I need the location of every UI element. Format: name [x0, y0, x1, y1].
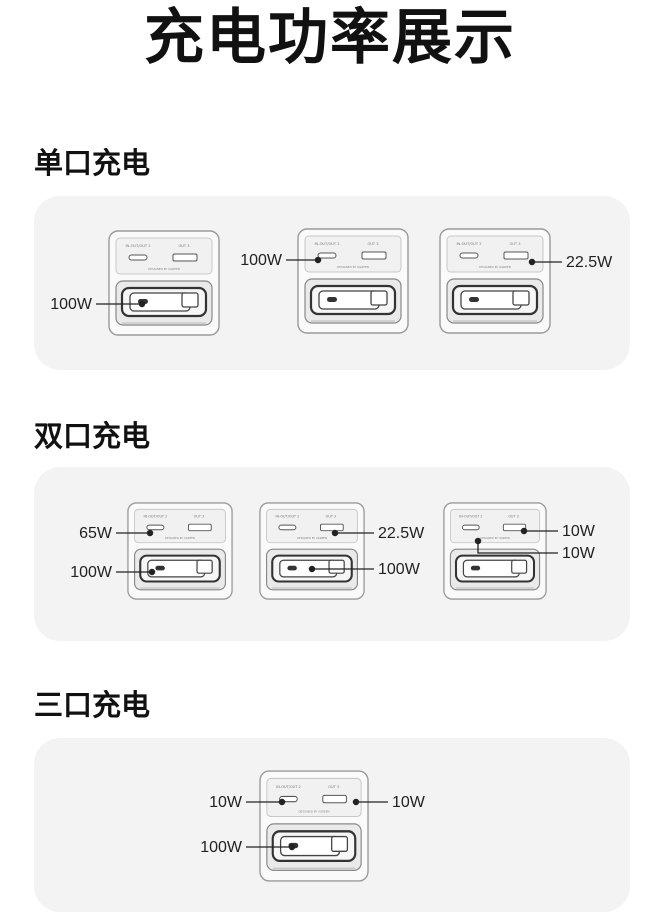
power-label: 10W	[562, 523, 595, 540]
power-label: 100W	[200, 839, 242, 856]
power-label: 10W	[209, 794, 242, 811]
port-a-label: OUT 3	[367, 242, 378, 246]
power-bank-illustration: IN-OUT/OUT 2 OUT 3 DESIGNED BY UGREEN	[108, 230, 220, 336]
power-label: 65W	[79, 525, 112, 542]
page-title: 充电功率展示	[144, 3, 516, 73]
port-c-label: IN-OUT/OUT 2	[276, 785, 301, 789]
power-bank-illustration: IN-OUT/OUT 2 OUT 3 DESIGNED BY UGREEN	[127, 502, 233, 600]
power-label: 10W	[562, 545, 595, 562]
port-a-label: OUT 3	[178, 244, 189, 248]
power-label: 100W	[70, 564, 112, 581]
section-title-triple: 三口充电	[34, 688, 151, 722]
port-c-label: IN-OUT/OUT 2	[144, 515, 168, 519]
brand-text: DESIGNED BY UGREEN	[297, 536, 327, 540]
power-bank-illustration: IN-OUT/OUT 2 OUT 3 DESIGNED BY UGREEN	[297, 228, 409, 334]
port-a-label: OUT 3	[328, 785, 340, 789]
power-label: 22.5W	[566, 254, 613, 271]
port-c-label: IN-OUT/OUT 2	[314, 242, 339, 246]
power-label: 100W	[378, 561, 420, 578]
port-a-label: OUT 3	[508, 515, 518, 519]
brand-text: DESIGNED BY UGREEN	[480, 536, 509, 540]
power-bank-illustration: IN-OUT/OUT 2 OUT 3 DESIGNED BY UGREEN	[443, 502, 547, 600]
power-label: 100W	[50, 296, 92, 313]
power-label: 10W	[392, 794, 425, 811]
port-c-label: IN-OUT/OUT 2	[276, 515, 300, 519]
port-c-label: IN-OUT/OUT 2	[456, 242, 481, 246]
port-a-label: OUT 3	[194, 515, 204, 519]
section-title-dual: 双口充电	[34, 419, 151, 453]
port-a-label: OUT 3	[509, 242, 520, 246]
brand-text: DESIGNED BY UGREEN	[148, 267, 180, 271]
section-title-single: 单口充电	[34, 146, 151, 180]
power-bank-illustration: IN-OUT/OUT 2 OUT 3 DESIGNED BY UGREEN	[259, 770, 369, 882]
brand-text: DESIGNED BY UGREEN	[479, 265, 511, 269]
power-label: 22.5W	[378, 525, 425, 542]
port-a-label: OUT 3	[326, 515, 336, 519]
brand-text: DESIGNED BY UGREEN	[298, 809, 329, 813]
brand-text: DESIGNED BY UGREEN	[337, 265, 369, 269]
power-bank-illustration: IN-OUT/OUT 2 OUT 3 DESIGNED BY UGREEN	[439, 228, 551, 334]
port-c-label: IN-OUT/OUT 2	[459, 515, 482, 519]
brand-text: DESIGNED BY UGREEN	[165, 536, 195, 540]
power-label: 100W	[240, 252, 282, 269]
port-c-label: IN-OUT/OUT 2	[125, 244, 150, 248]
